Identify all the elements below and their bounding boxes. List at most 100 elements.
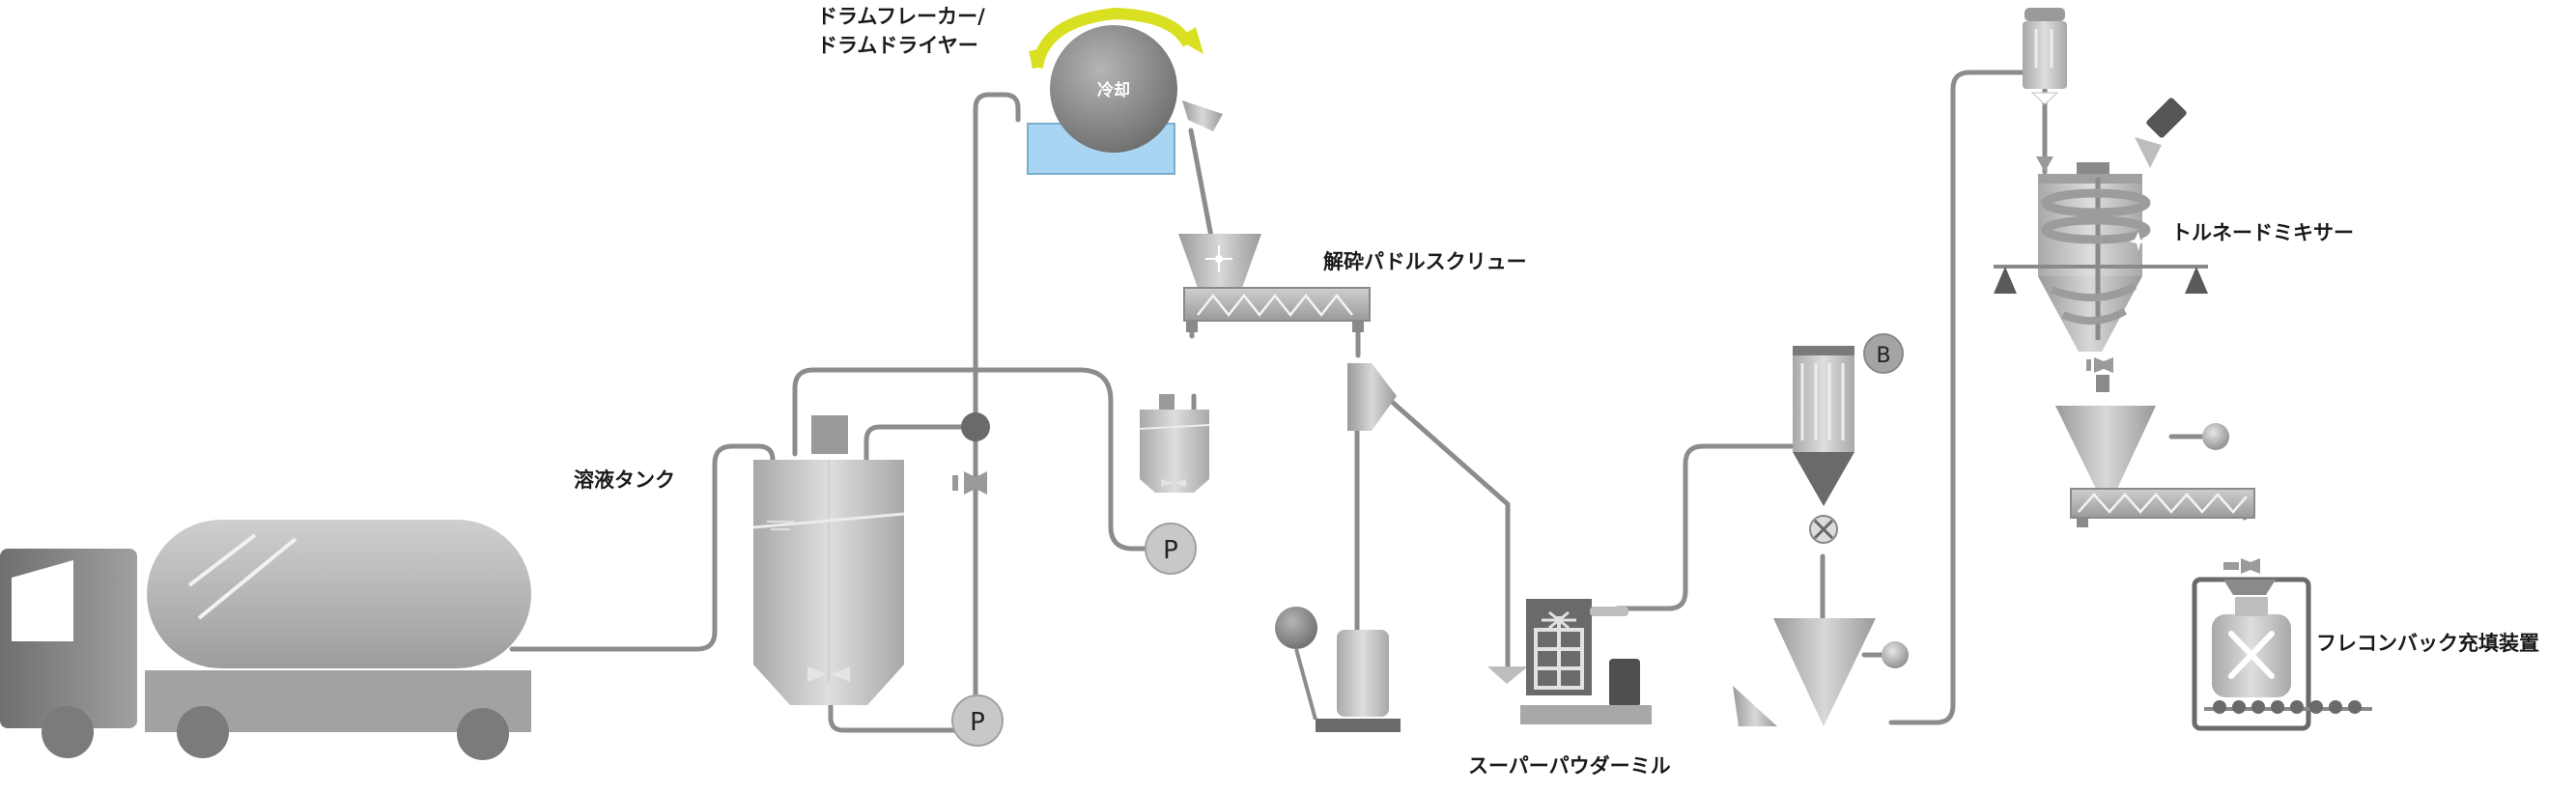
mixer-ribbon [2041,215,2151,244]
pressure-gauge [1275,607,1317,649]
product-hopper [1733,618,1909,726]
mill-outlet [1590,607,1628,616]
super-powder-mill [1487,599,1652,724]
vessel-motor [1159,394,1175,411]
pump-label: P [1163,536,1178,565]
level-switch [2202,423,2229,450]
rotation-arrow-tail [1029,48,1042,70]
mixer-support-leg [1994,267,2017,294]
silo-body [1337,630,1389,717]
mill-base [1520,705,1652,724]
pump-icon [951,694,1004,747]
star-icon [2129,232,2148,251]
valve-icon [2241,558,2260,574]
tank-highlight [187,533,257,587]
valve-stem [2223,562,2239,570]
tank-motor [811,415,848,454]
mill-rotor-icon [1542,610,1576,630]
valve-stem [2086,359,2091,371]
blower-icon [1863,333,1904,374]
storage-silo [1275,607,1401,732]
discharge-chute [1733,686,1777,726]
silo-base [1316,719,1401,732]
filler-feed-hopper [2055,406,2255,527]
pump-tank: P [951,694,1004,747]
truck-tank [147,520,531,668]
mill-feed-chute [1487,666,1528,684]
roller [2213,700,2226,714]
cooling-drum [1050,25,1177,153]
filler-bag-neck [2235,597,2268,616]
liquid-level [752,512,905,529]
screw-conveyor [1183,287,1371,322]
roller [2329,700,2342,714]
paddle-screw [1178,234,1371,332]
rotary-valve-icon [1813,519,1834,540]
level-switch [1882,641,1909,668]
tank-highlight [197,537,297,620]
roller [2348,700,2362,714]
close-icon [2228,631,2275,679]
solution-tank [752,415,905,705]
roller [2251,700,2265,714]
agitator-blade-icon [1175,479,1186,487]
mixer-outlet [2096,375,2109,392]
truck-wheel [42,706,94,758]
filter-top [1793,346,1854,355]
valve-stem [952,475,958,491]
rotation-arrow [1032,7,1194,70]
hopper-cone [1773,618,1876,726]
bag-filter: B [1793,333,1904,544]
additive-chute [2146,98,2187,138]
blower-label: B [1876,344,1890,368]
label-super-powder-mill: スーパーパウダーミル [1468,754,1671,778]
tank-truck [0,520,531,760]
valve-icon [964,471,987,495]
mixer-ribbon [2041,188,2151,217]
roller [2232,700,2246,714]
drum-flaker: 冷却 [1027,7,1223,175]
agitator-blade-icon [1161,479,1173,487]
mixer-cover [2038,174,2142,184]
feed-hopper [2023,21,2067,89]
mill-motor [1609,659,1640,707]
truck-wheel [457,708,509,760]
tornado-mixer [1994,8,2208,392]
scraper-blade [1182,100,1223,131]
feed-hopper-valve [2030,92,2059,105]
flexible-container-filler [2192,558,2372,731]
tank-valve [952,471,987,495]
gauge-line [1294,648,1317,721]
label-solution-tank: 溶液タンク [574,468,675,492]
label-paddle-screw: 解砕パドルスクリュー [1323,250,1527,273]
roller [2271,700,2284,714]
vessel-level [1139,424,1210,430]
pipe-junction [961,412,990,441]
feed-hopper-cap [2024,8,2065,21]
agitator-blade-icon [807,666,827,682]
screw-flight [2078,493,2248,514]
agitator-blade-icon [831,666,850,682]
inlet-arrow-icon [2036,156,2053,172]
label-flexible-container-filler: フレコンバック充填装置 [2316,632,2539,655]
pump-icon [1145,523,1197,575]
mixer-ribbon [2050,282,2137,326]
discharge-chute [1347,363,1397,431]
screw-outlet [1352,321,1364,332]
label-tornado-mixer: トルネードミキサー [2171,221,2354,244]
screw-flight [1197,293,1353,318]
roller [2290,700,2304,714]
rotation-arrow-head [1176,27,1203,54]
filter-cone [1793,452,1854,506]
label-drum-flaker: ドラムフレーカー/ [817,5,985,28]
additive-chute-funnel [2135,137,2162,168]
filler-head [2223,580,2276,595]
screw-outlet [1186,321,1198,332]
screw-outlet [2077,518,2088,527]
hopper-cone [2055,406,2156,489]
label-drum-dryer: ドラムドライヤー [817,34,978,57]
mixer-support-leg [2185,267,2208,294]
roller [2309,700,2323,714]
pump-vessel: P [1145,523,1197,575]
